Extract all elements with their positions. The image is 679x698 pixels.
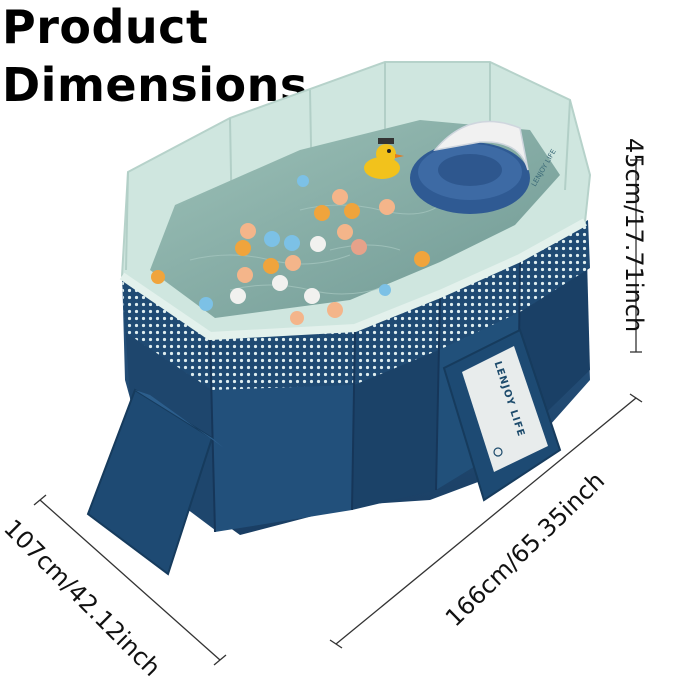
title-line-2: Dimensions [2, 58, 308, 112]
dimension-lines [33, 159, 643, 666]
height-dimension-label: 45cm/17.71inch [620, 138, 648, 333]
float-ring [410, 120, 530, 214]
rubber-duck [364, 138, 404, 179]
title-line-1: Product [2, 0, 209, 54]
left-side-flap [86, 388, 224, 576]
right-side-flap [442, 328, 562, 502]
pool-balls [151, 175, 430, 325]
